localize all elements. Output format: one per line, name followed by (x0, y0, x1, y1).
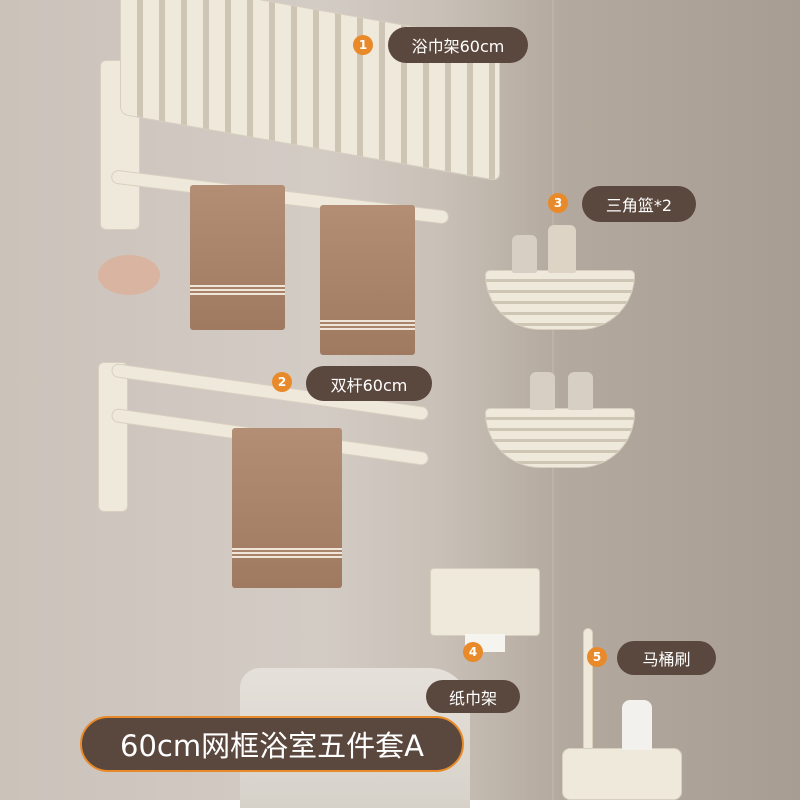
product-title: 60cm网框浴室五件套A (80, 716, 464, 772)
corner-basket (485, 408, 635, 468)
label-toilet-brush: 马桶刷 (617, 641, 716, 675)
number-badge: 4 (463, 642, 483, 662)
double-bar-bracket (98, 362, 128, 512)
number-badge: 1 (353, 35, 373, 55)
towel (190, 185, 285, 330)
towel (320, 205, 415, 355)
bottle (568, 372, 593, 410)
label-towel-shelf: 浴巾架60cm (388, 27, 528, 63)
bottle (512, 235, 537, 273)
toilet-brush-holder (562, 748, 682, 800)
label-double-bar: 双杆60cm (306, 366, 432, 401)
towel (232, 428, 342, 588)
corner-basket (485, 270, 635, 330)
label-tissue-holder: 纸巾架 (426, 680, 520, 713)
number-badge: 5 (587, 647, 607, 667)
number-badge: 2 (272, 372, 292, 392)
bottle (548, 225, 576, 273)
label-corner-basket: 三角篮*2 (582, 186, 696, 222)
number-badge: 3 (548, 193, 568, 213)
bath-sponge (98, 255, 160, 295)
bottle (530, 372, 555, 410)
spray-bottle (622, 700, 652, 750)
tissue-holder (430, 568, 540, 636)
